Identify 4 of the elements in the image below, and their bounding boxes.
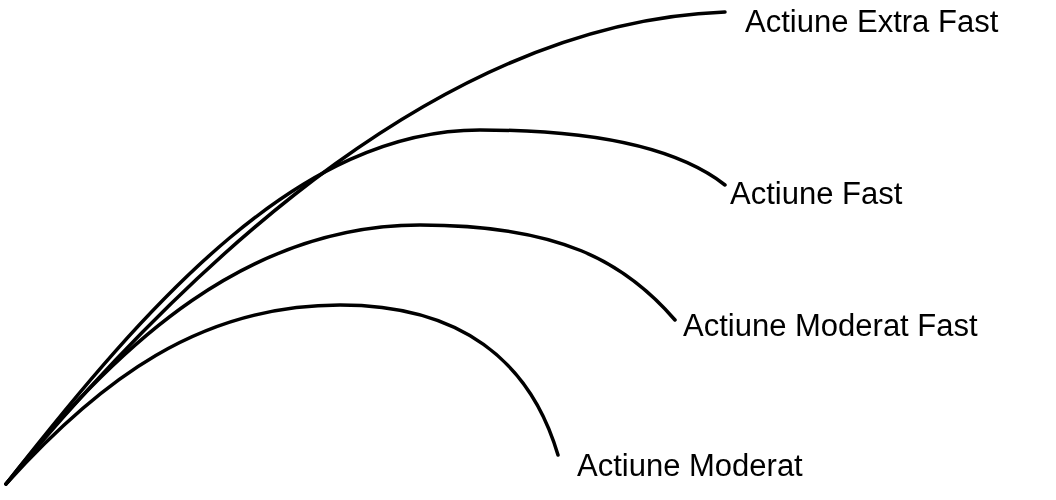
curve-label: Actiune Extra Fast — [745, 4, 999, 40]
curve-label: Actiune Moderat — [577, 448, 803, 484]
curve-label: Actiune Moderat Fast — [683, 308, 978, 344]
curve-label: Actiune Fast — [730, 176, 903, 212]
